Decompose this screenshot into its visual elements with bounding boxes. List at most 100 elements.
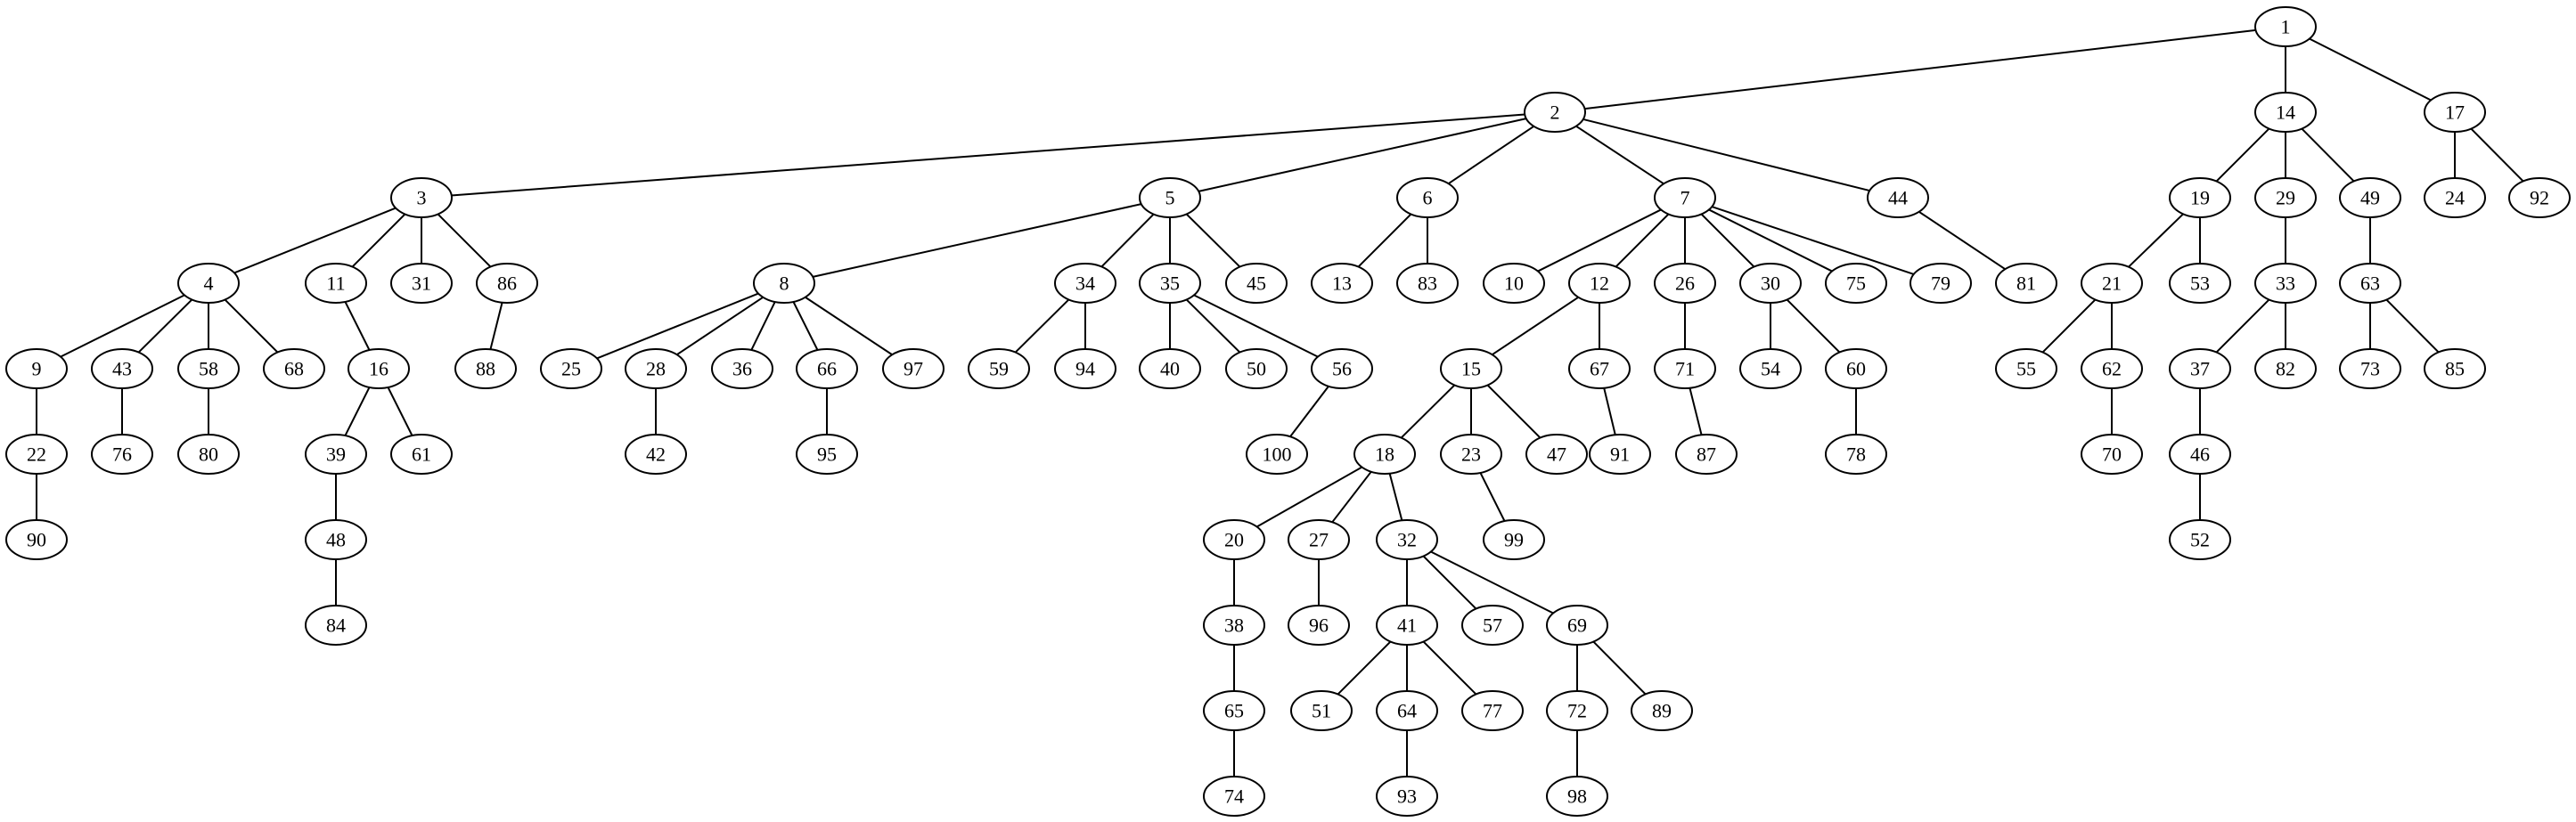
node-ellipse — [1568, 348, 1631, 389]
node-ellipse — [2081, 263, 2143, 304]
node-label: 86 — [497, 273, 517, 295]
node-label: 50 — [1247, 358, 1266, 380]
node-label: 55 — [2016, 358, 2036, 380]
node-26: 26 — [1654, 263, 1716, 304]
node-34: 34 — [1054, 263, 1116, 304]
node-label: 90 — [27, 529, 46, 551]
node-ellipse — [1525, 434, 1588, 475]
node-38: 38 — [1203, 605, 1265, 646]
node-88: 88 — [454, 348, 517, 389]
node-ellipse — [2081, 434, 2143, 475]
node-ellipse — [1225, 348, 1288, 389]
node-ellipse — [1139, 348, 1201, 389]
node-ellipse — [625, 434, 687, 475]
node-label: 61 — [412, 444, 431, 466]
node-76: 76 — [91, 434, 153, 475]
node-ellipse — [1139, 177, 1201, 218]
node-40: 40 — [1139, 348, 1201, 389]
node-ellipse — [1568, 263, 1631, 304]
node-label: 13 — [1332, 273, 1352, 295]
edge-4-68 — [224, 298, 279, 354]
node-13: 13 — [1311, 263, 1373, 304]
edge-16-39 — [344, 387, 371, 436]
node-39: 39 — [305, 434, 367, 475]
node-ellipse — [2424, 92, 2486, 133]
node-3: 3 — [390, 177, 453, 218]
node-label: 82 — [2276, 358, 2295, 380]
node-label: 89 — [1652, 700, 1672, 722]
edge-33-37 — [2215, 298, 2270, 354]
node-96: 96 — [1288, 605, 1350, 646]
node-35: 35 — [1139, 263, 1201, 304]
node-label: 36 — [732, 358, 752, 380]
node-57: 57 — [1461, 605, 1524, 646]
edge-2-3 — [451, 113, 1525, 197]
node-ellipse — [1225, 263, 1288, 304]
node-4: 4 — [177, 263, 240, 304]
node-5: 5 — [1139, 177, 1201, 218]
node-ellipse — [1654, 177, 1716, 218]
node-ellipse — [1825, 434, 1887, 475]
node-label: 35 — [1160, 273, 1180, 295]
node-46: 46 — [2169, 434, 2231, 475]
node-label: 39 — [326, 444, 346, 466]
node-86: 86 — [476, 263, 538, 304]
node-100: 100 — [1246, 434, 1308, 475]
node-label: 24 — [2445, 187, 2465, 209]
node-2: 2 — [1524, 92, 1586, 133]
node-ellipse — [1288, 519, 1350, 560]
node-ellipse — [390, 263, 453, 304]
edge-3-4 — [233, 207, 397, 274]
node-65: 65 — [1203, 690, 1265, 731]
node-ellipse — [1246, 434, 1308, 475]
node-ellipse — [2169, 348, 2231, 389]
node-33: 33 — [2254, 263, 2317, 304]
node-label: 14 — [2276, 102, 2295, 124]
node-ellipse — [1654, 348, 1716, 389]
node-43: 43 — [91, 348, 153, 389]
node-10: 10 — [1483, 263, 1545, 304]
node-label: 26 — [1675, 273, 1695, 295]
node-75: 75 — [1825, 263, 1887, 304]
node-ellipse — [348, 348, 410, 389]
node-label: 62 — [2102, 358, 2122, 380]
node-ellipse — [1524, 92, 1586, 133]
node-label: 3 — [417, 187, 427, 209]
node-label: 42 — [646, 444, 666, 466]
node-ellipse — [5, 348, 68, 389]
node-label: 51 — [1312, 700, 1331, 722]
node-70: 70 — [2081, 434, 2143, 475]
edge-5-34 — [1100, 213, 1155, 268]
node-ellipse — [1461, 605, 1524, 646]
node-ellipse — [796, 434, 858, 475]
node-ellipse — [305, 605, 367, 646]
node-64: 64 — [1376, 690, 1438, 731]
node-label: 95 — [817, 444, 837, 466]
node-label: 66 — [817, 358, 837, 380]
node-label: 2 — [1550, 102, 1560, 124]
node-label: 73 — [2360, 358, 2380, 380]
node-19: 19 — [2169, 177, 2231, 218]
node-66: 66 — [796, 348, 858, 389]
node-ellipse — [1396, 177, 1459, 218]
node-97: 97 — [882, 348, 945, 389]
node-label: 65 — [1224, 700, 1244, 722]
node-label: 85 — [2445, 358, 2465, 380]
node-ellipse — [540, 348, 602, 389]
node-label: 63 — [2360, 273, 2380, 295]
node-58: 58 — [177, 348, 240, 389]
node-6: 6 — [1396, 177, 1459, 218]
node-41: 41 — [1376, 605, 1438, 646]
edge-30-60 — [1786, 298, 1841, 354]
node-label: 10 — [1504, 273, 1524, 295]
node-label: 94 — [1075, 358, 1095, 380]
node-28: 28 — [625, 348, 687, 389]
node-label: 38 — [1224, 614, 1244, 637]
edge-7-75 — [1708, 208, 1833, 273]
node-label: 72 — [1567, 700, 1587, 722]
node-ellipse — [2254, 92, 2317, 133]
node-59: 59 — [968, 348, 1030, 389]
node-ellipse — [1054, 348, 1116, 389]
